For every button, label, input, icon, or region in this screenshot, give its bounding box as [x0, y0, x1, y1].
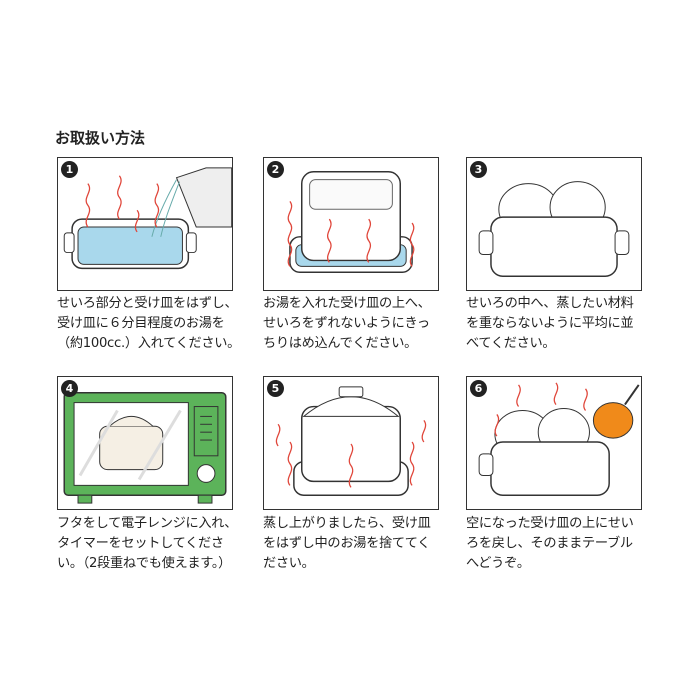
step-6-caption: 空になった受け皿の上にせい ろを戻し、そのままテーブル へどうぞ。 [466, 514, 656, 574]
steamed-result-image [275, 386, 427, 496]
step-4-illustration: 4 [57, 376, 233, 510]
step-number: 3 [470, 161, 487, 178]
caption-line: をはずし中のお湯を捨ててく [263, 536, 431, 551]
step-number: 6 [470, 380, 487, 397]
step-4-caption: フタをして電子レンジに入れ、 タイマーをセットしてくださ い。（2段重ねでも使え… [57, 514, 247, 574]
step-6-illustration: 6 [466, 376, 642, 510]
step-2-caption: お湯を入れた受け皿の上へ、 せいろをずれないようにきっ ちりはめ込んでください。 [263, 294, 453, 354]
caption-line: せいろの中へ、蒸したい材料 [466, 296, 634, 311]
step-number: 1 [61, 161, 78, 178]
caption-line: お湯を入れた受け皿の上へ、 [263, 296, 431, 311]
step-2-illustration: 2 [263, 157, 439, 291]
caption-line: （約100cc.）入れてください。 [57, 336, 241, 351]
step-3-illustration: 3 [466, 157, 642, 291]
caption-line: フタをして電子レンジに入れ、 [57, 516, 238, 531]
caption-line: せいろをずれないようにきっ [263, 316, 430, 331]
caption-line: い。（2段重ねでも使えます。） [57, 556, 231, 571]
caption-line: ださい。 [263, 556, 315, 571]
step-5-caption: 蒸し上がりましたら、受け皿 をはずし中のお湯を捨ててく ださい。 [263, 514, 453, 574]
step-1-illustration: 1 [57, 157, 233, 291]
serve-at-table-image [478, 382, 640, 496]
caption-line: へどうぞ。 [466, 556, 530, 571]
caption-line: ろを戻し、そのままテーブル [466, 536, 633, 551]
step-5-illustration: 5 [263, 376, 439, 510]
caption-line: ちりはめ込んでください。 [263, 336, 417, 351]
page-title: お取扱い方法 [55, 129, 146, 147]
caption-line: せいろ部分と受け皿をはずし、 [57, 296, 238, 311]
caption-line: タイマーをセットしてくださ [57, 536, 224, 551]
microwave-image [63, 392, 227, 504]
caption-line: 受け皿に６分目程度のお湯を [57, 316, 225, 331]
step-number: 5 [267, 380, 284, 397]
step-3-caption: せいろの中へ、蒸したい材料 を重ならないように平均に並 べてください。 [466, 294, 656, 354]
caption-line: を重ならないように平均に並 [466, 316, 634, 331]
step-number: 4 [61, 380, 78, 397]
caption-line: べてください。 [466, 336, 556, 351]
step-1-caption: せいろ部分と受け皿をはずし、 受け皿に６分目程度のお湯を （約100cc.）入れ… [57, 294, 247, 354]
steamer-on-tray-image [287, 171, 415, 274]
pouring-water-into-tray-image [63, 167, 232, 270]
caption-line: 空になった受け皿の上にせい [466, 516, 634, 531]
buns-in-steamer-image [478, 181, 630, 277]
caption-line: 蒸し上がりましたら、受け皿 [263, 516, 431, 531]
step-number: 2 [267, 161, 284, 178]
